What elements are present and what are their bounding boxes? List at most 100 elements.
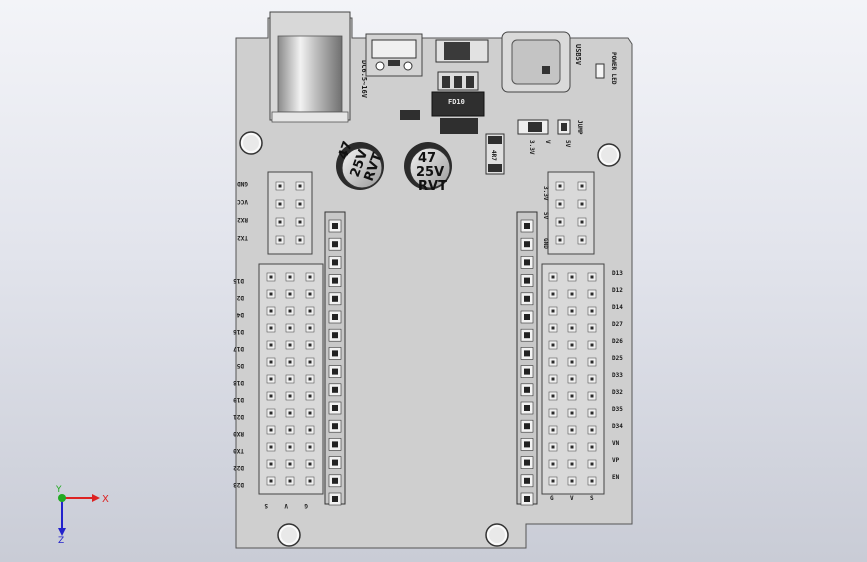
usb-c-connector[interactable] [501, 31, 571, 93]
pin-label: D34 [612, 423, 623, 430]
dc-power-jack[interactable] [269, 11, 351, 123]
mounting-holes [239, 131, 621, 547]
pin-contact [551, 411, 555, 415]
socket-hole [332, 496, 338, 502]
smd-component [400, 110, 420, 120]
pin-contact [269, 343, 273, 347]
pin-label: D5 [236, 362, 244, 369]
pin-label: D16 [233, 328, 244, 335]
triad-x-label: X [102, 494, 109, 505]
pin-label: G [550, 495, 554, 502]
pin-contact [288, 275, 292, 279]
pin-contact [278, 184, 282, 188]
pin-contact [570, 377, 574, 381]
triad-z-label: Z [58, 536, 64, 544]
pin-contact [590, 411, 594, 415]
pin-contact [269, 462, 273, 466]
socket-hole [332, 314, 338, 320]
pin-contact [551, 462, 555, 466]
jumper[interactable] [517, 119, 571, 135]
pin-contact [298, 202, 302, 206]
usb-c-label: USB5V [574, 44, 582, 66]
pin-contact [590, 343, 594, 347]
pin-label: V [284, 502, 288, 509]
pin-contact [580, 184, 584, 188]
jumper-pin-label: V [544, 140, 551, 144]
pin-contact [298, 184, 302, 188]
socket-hole [332, 368, 338, 375]
coordinate-triad: X Y Z [55, 485, 109, 544]
pin-label: D32 [612, 389, 623, 396]
socket-hole [332, 332, 338, 339]
pin-label: TX0 [233, 447, 244, 454]
pin-contact [298, 220, 302, 224]
socket-hole [332, 277, 338, 284]
pin-contact [308, 275, 312, 279]
pin-contact [269, 377, 273, 381]
pin-label: D26 [612, 338, 623, 345]
pin-contact [308, 360, 312, 364]
pin-contact [308, 411, 312, 415]
pin-label: 3.3V [542, 186, 549, 201]
cap-right-voltage: 25V [416, 165, 444, 180]
jump-label: JUMP [576, 120, 583, 135]
pin-contact [570, 275, 574, 279]
pin-contact [278, 238, 282, 242]
pin-contact [590, 428, 594, 432]
socket-hole [524, 386, 530, 393]
socket-hole [524, 441, 530, 448]
pin-contact [308, 394, 312, 398]
power-led-label: POWER LED [610, 52, 617, 85]
pin-contact [590, 394, 594, 398]
pin-contact [551, 309, 555, 313]
voltage-regulator [431, 71, 485, 134]
socket-hole [524, 277, 530, 284]
pin-label: VN [612, 440, 620, 447]
jumper-pin-label: 3.3V [528, 140, 535, 155]
pin-contact [551, 326, 555, 330]
pin-contact [580, 220, 584, 224]
pin-contact [308, 445, 312, 449]
pin-label: D19 [233, 396, 244, 403]
cap-right-value: 47 [418, 151, 436, 166]
socket-hole [332, 441, 338, 448]
pin-label: TX2 [237, 234, 248, 241]
pin-label: D4 [236, 311, 244, 318]
pin-contact [308, 292, 312, 296]
pin-contact [288, 326, 292, 330]
pin-contact [551, 377, 555, 381]
pin-label: D27 [612, 321, 623, 328]
socket-hole [332, 350, 338, 357]
pin-label: D17 [233, 345, 244, 352]
pin-label: RX2 [237, 216, 248, 223]
pin-label: D22 [233, 464, 244, 471]
pin-contact [269, 326, 273, 330]
pin-contact [288, 428, 292, 432]
diode [435, 39, 489, 63]
pin-label: D13 [612, 270, 623, 277]
pin-contact [288, 462, 292, 466]
pin-contact [551, 479, 555, 483]
pin-label: D25 [612, 355, 623, 362]
right-small-header[interactable] [547, 171, 595, 255]
pin-contact [308, 428, 312, 432]
pin-contact [288, 360, 292, 364]
pin-contact [551, 275, 555, 279]
pin-contact [288, 309, 292, 313]
pin-label: S [264, 502, 268, 509]
pin-contact [580, 238, 584, 242]
socket-hole [332, 386, 338, 393]
pin-label: VP [612, 457, 620, 464]
pin-label: V [570, 495, 574, 502]
pin-contact [269, 360, 273, 364]
left-small-header[interactable] [267, 171, 313, 255]
pin-contact [558, 220, 562, 224]
pin-label: EN [612, 474, 620, 481]
socket-hole [332, 259, 338, 266]
pin-contact [288, 292, 292, 296]
micro-usb-connector[interactable] [365, 33, 423, 77]
pin-contact [551, 428, 555, 432]
pin-contact [558, 184, 562, 188]
pin-contact [570, 394, 574, 398]
